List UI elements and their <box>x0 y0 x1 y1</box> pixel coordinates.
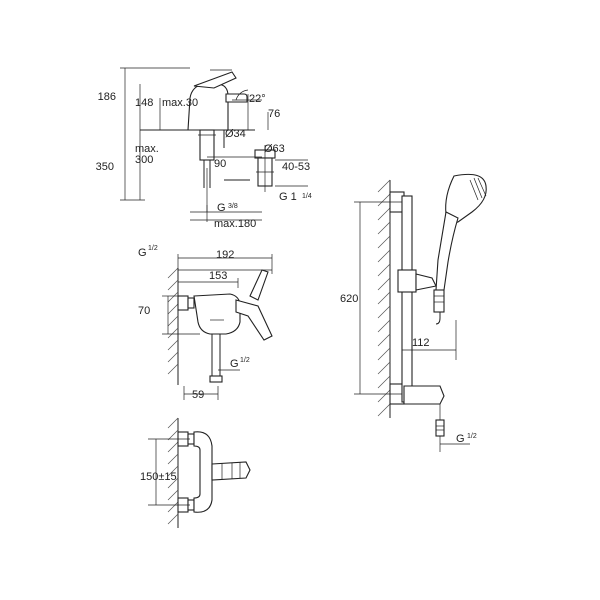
dim-hose-thread-frac: 1/2 <box>467 433 477 440</box>
rail-slider <box>397 269 417 293</box>
hand-shower-head <box>445 173 487 224</box>
dim-handle-angle: 22° <box>249 93 266 105</box>
soap-dish <box>403 385 445 405</box>
dim-waste-offset: 90 <box>214 158 226 170</box>
dim-total-height: 350 <box>96 161 114 173</box>
hand-shower-handle <box>435 211 459 291</box>
dim-width-total: 192 <box>216 249 234 261</box>
dim-waste-thread-frac: 1/4 <box>302 193 312 200</box>
shower-mixer-drawing: G 1/2 192 153 70 G 1/2 59 <box>138 245 273 401</box>
dim-spout-reach: 76 <box>268 108 280 120</box>
dim-hose-thread: G <box>456 433 465 445</box>
shower-hose <box>435 290 441 325</box>
dim-thread-top-frac: 1/2 <box>148 245 158 252</box>
dim-overall-height: 186 <box>98 91 116 103</box>
hose-connector <box>435 419 445 437</box>
dim-max-value: 300 <box>135 154 153 166</box>
dim-thread-bottom-frac: 1/2 <box>240 357 250 364</box>
dim-spout-height: 148 <box>135 97 153 109</box>
dim-thread-bottom: G <box>230 358 239 370</box>
dim-depth: 59 <box>192 389 204 401</box>
dim-thread-top: G <box>138 247 147 259</box>
shower-mixer-body <box>193 293 241 335</box>
dim-inlet-thread: G <box>217 202 226 214</box>
dim-max-label: max. <box>135 143 159 155</box>
dim-rail-length: 620 <box>340 293 358 305</box>
dim-waste-diameter: Ø63 <box>264 143 285 155</box>
dim-waste-thread: G 1 <box>279 191 297 203</box>
wall-union-body <box>193 431 213 513</box>
wall-hatching-rail <box>377 179 391 417</box>
basin-mixer-lever <box>193 71 237 89</box>
dim-inlet-thread-frac: 3/8 <box>228 203 238 210</box>
dim-width-inner: 153 <box>209 270 227 282</box>
dim-spout-max: max.30 <box>162 97 198 109</box>
wall-connection-drawing: 150±15 <box>140 417 251 528</box>
dim-waste-range: 40-53 <box>282 161 310 173</box>
shower-rail <box>401 195 413 403</box>
dim-max-depth: max.180 <box>214 218 256 230</box>
shower-mixer-lever <box>235 299 273 341</box>
dim-spacing: 150±15 <box>140 471 177 483</box>
dim-hole-diameter: Ø34 <box>225 128 246 140</box>
basin-mixer-drawing: 186 148 max.30 22° 76 Ø34 Ø63 max. 300 3… <box>96 67 312 230</box>
dim-height-offset: 70 <box>138 305 150 317</box>
wall-hatching-lower <box>167 417 179 525</box>
dim-wall-offset: 112 <box>412 337 430 349</box>
shower-rail-drawing: 620 112 G 1/2 <box>340 173 487 452</box>
wall-hatching <box>167 267 179 375</box>
